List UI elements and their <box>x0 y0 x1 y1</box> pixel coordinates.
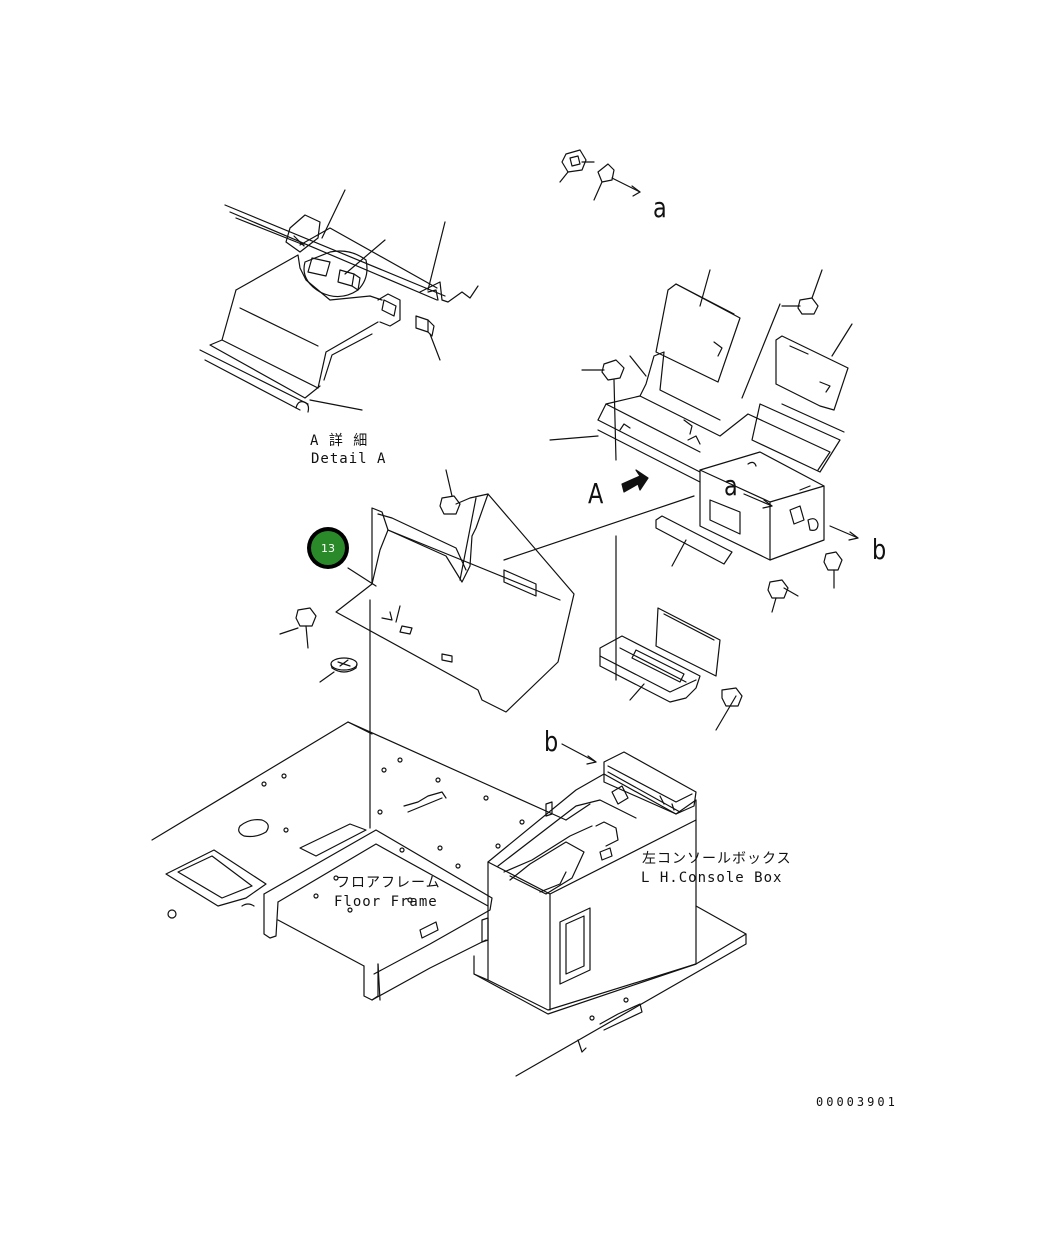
callout-13[interactable]: 13 <box>307 527 349 569</box>
floor-frame-label-jp: フロアフレーム <box>336 875 441 891</box>
upper-right-assembly <box>549 269 859 681</box>
floor-frame-label-en: Floor Frame <box>334 894 438 910</box>
view-marker-a-mid: a <box>724 469 738 502</box>
view-marker-a-top: a <box>653 191 667 224</box>
detail-a-label-jp: A 詳 細 <box>310 433 369 449</box>
detail-a-view <box>199 189 479 413</box>
floor-frame-drawing <box>151 721 591 1001</box>
top-hardware <box>559 149 641 201</box>
console-box-label-en: L H.Console Box <box>641 870 783 886</box>
console-box-drawing <box>473 743 747 1077</box>
console-box-label-jp: 左コンソールボックス <box>642 851 792 867</box>
callout-13-number: 13 <box>311 531 345 565</box>
view-marker-b-lower: b <box>544 725 559 758</box>
view-marker-A: A <box>588 477 604 510</box>
panel-13 <box>279 469 695 829</box>
detail-a-label-en: Detail A <box>311 451 387 467</box>
view-marker-b-right: b <box>872 533 887 566</box>
drawing-number: 00003901 <box>816 1095 898 1109</box>
lower-bracket <box>599 607 743 731</box>
